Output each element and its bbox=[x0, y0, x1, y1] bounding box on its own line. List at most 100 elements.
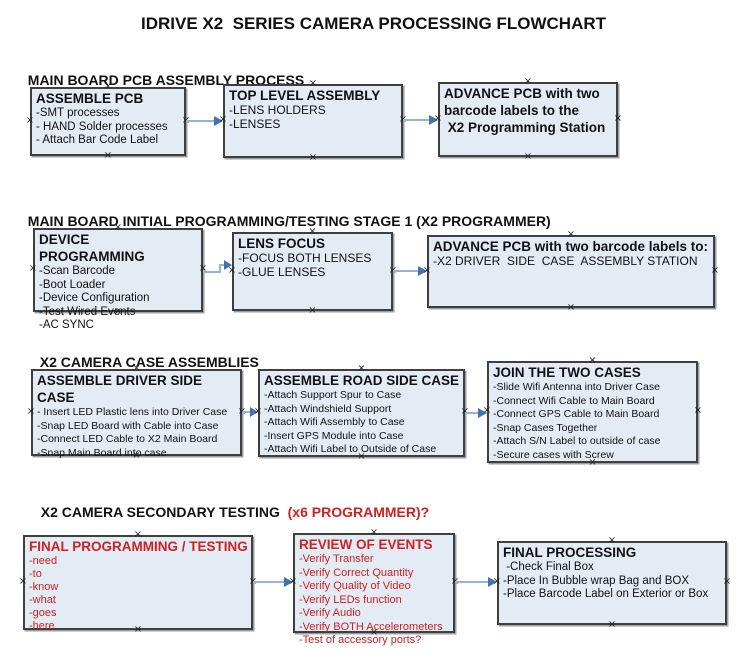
box-item: -Verify Quality of Video bbox=[299, 580, 411, 592]
box-title: ADVANCE PCB with two barcode labels to: bbox=[433, 239, 709, 254]
flow-box-final-processing: FINAL PROCESSING -Check Final Box -Place… bbox=[497, 541, 727, 625]
anchor-mark bbox=[613, 114, 623, 124]
page-title: IDRIVE X2 SERIES CAMERA PROCESSING FLOWC… bbox=[140, 14, 607, 33]
box-title: ADVANCE PCB with two barcode labels to t… bbox=[444, 86, 606, 135]
box-item: -Verify BOTH Accelerometers bbox=[299, 620, 443, 633]
anchor-mark bbox=[607, 620, 617, 630]
box-item: - HAND Solder processes bbox=[36, 120, 168, 133]
box-item: -SMT processes bbox=[36, 107, 120, 119]
box-title: ASSEMBLE ROAD SIDE CASE bbox=[264, 373, 460, 388]
anchor-mark bbox=[693, 406, 703, 416]
box-item: -Scan Barcode bbox=[39, 265, 116, 277]
anchor-mark bbox=[103, 151, 113, 161]
box-item: -LENS HOLDERS bbox=[229, 103, 326, 117]
box-item: -Check Final Box bbox=[503, 561, 594, 573]
box-item: -goes bbox=[29, 607, 57, 619]
flow-box-final-programming-testing: FINAL PROGRAMMING / TESTING -need -to -k… bbox=[23, 535, 253, 632]
box-title: TOP LEVEL ASSEMBLY bbox=[229, 88, 381, 103]
section-header-secondary-testing: X2 CAMERA SECONDARY TESTING (x6 PROGRAMM… bbox=[33, 488, 429, 520]
box-title: DEVICE PROGRAMMING bbox=[39, 232, 145, 264]
box-item: -Attach Support Spur to Case bbox=[264, 389, 402, 401]
flow-arrow-pcb-to-toplevel bbox=[186, 116, 223, 126]
box-item: -Snap Cases Together bbox=[493, 421, 598, 434]
flow-arrow-driver-to-road bbox=[242, 407, 258, 417]
flow-box-advance-pcb-driver-side: ADVANCE PCB with two barcode labels to: … bbox=[427, 235, 715, 308]
anchor-mark bbox=[566, 303, 576, 313]
anchor-mark bbox=[25, 116, 35, 126]
anchor-mark bbox=[28, 264, 38, 274]
box-item: -Test Wired Events bbox=[39, 305, 136, 318]
anchor-mark bbox=[523, 152, 533, 162]
flow-arrow-device-to-lensfocus bbox=[203, 260, 232, 273]
box-title: ASSEMBLE PCB bbox=[36, 91, 144, 106]
flow-arrow-lensfocus-to-advance bbox=[393, 266, 427, 276]
box-item: -Attach Wifi Label to Outside of Case bbox=[264, 443, 437, 455]
anchor-mark bbox=[18, 577, 28, 587]
box-item: -Secure cases with Screw bbox=[493, 448, 614, 461]
flow-arrow-road-to-join bbox=[465, 408, 487, 418]
box-title: REVIEW OF EVENTS bbox=[299, 537, 433, 552]
box-item: -Insert GPS Module into Case bbox=[264, 429, 404, 442]
section-header-text: X2 CAMERA CASE ASSEMBLIES bbox=[39, 354, 259, 370]
flow-box-assemble-pcb: ASSEMBLE PCB -SMT processes - HAND Solde… bbox=[30, 87, 186, 156]
box-item: - Attach Bar Code Label bbox=[36, 134, 159, 146]
anchor-mark bbox=[710, 266, 720, 276]
box-item: -to bbox=[29, 568, 42, 580]
section-header-pcb-assembly: MAIN BOARD PCB ASSEMBLY PROCESS bbox=[20, 56, 304, 88]
box-item: -Connect LED Cable to X2 Main Board bbox=[37, 433, 218, 445]
flow-box-join-the-two-cases: JOIN THE TWO CASES -Slide Wifi Antenna i… bbox=[487, 361, 698, 463]
box-title: ASSEMBLE DRIVER SIDE CASE bbox=[37, 373, 206, 405]
box-item: -Place Barcode Label on Exterior or Box bbox=[503, 588, 709, 600]
box-item: -Boot Loader bbox=[39, 278, 106, 291]
anchor-mark bbox=[26, 407, 36, 417]
box-item: -Connect Wifi Cable to Main Board bbox=[493, 394, 655, 407]
box-item: -need bbox=[29, 555, 58, 567]
box-item: - Insert LED Plastic lens into Driver Ca… bbox=[37, 406, 228, 418]
box-item: -Connect GPS Cable to Main Board bbox=[493, 408, 660, 420]
box-item: -Test of accessory ports? bbox=[299, 634, 422, 646]
flow-arrow-finalprog-to-review bbox=[253, 577, 293, 587]
flow-box-device-programming: DEVICE PROGRAMMING -Scan Barcode -Boot L… bbox=[33, 228, 203, 331]
anchor-mark bbox=[722, 577, 732, 587]
section-header-highlight: (x6 PROGRAMMER)? bbox=[283, 504, 430, 520]
flow-arrow-toplevel-to-advance bbox=[403, 115, 438, 125]
box-item: -Attach S/N Label to outside of case bbox=[493, 435, 661, 447]
flow-box-lens-focus: LENS FOCUS -FOCUS BOTH LENSES -GLUE LENS… bbox=[232, 232, 393, 311]
section-header-text: X2 CAMERA SECONDARY TESTING bbox=[40, 504, 284, 520]
box-item: -Snap LED Board with Cable into Case bbox=[37, 419, 219, 432]
flow-box-assemble-driver-side-case: ASSEMBLE DRIVER SIDE CASE - Insert LED P… bbox=[31, 369, 242, 459]
box-item: -LENSES bbox=[229, 116, 281, 131]
anchor-mark bbox=[308, 153, 318, 163]
box-item: -Verify Correct Quantity bbox=[299, 566, 414, 579]
box-item: -Device Configuration bbox=[39, 292, 150, 304]
section-header-text: MAIN BOARD INITIAL PROGRAMMING/TESTING S… bbox=[27, 213, 551, 229]
flow-arrow-review-to-finalproc bbox=[455, 577, 497, 587]
flow-box-assemble-road-side-case: ASSEMBLE ROAD SIDE CASE -Attach Support … bbox=[258, 369, 465, 457]
flow-box-top-level-assembly: TOP LEVEL ASSEMBLY -LENS HOLDERS -LENSES bbox=[223, 84, 403, 158]
box-item: -Attach Windshield Support bbox=[264, 402, 392, 415]
box-item: -Verify LEDs function bbox=[299, 593, 402, 606]
box-item: -Place In Bubble wrap Bag and BOX bbox=[503, 574, 690, 587]
box-item: -Attach Wifi Assembly to Case bbox=[264, 416, 405, 428]
box-item: -AC SYNC bbox=[39, 319, 94, 331]
box-item: -what bbox=[29, 594, 56, 606]
box-item: -Slide Wifi Antenna into Driver Case bbox=[493, 381, 660, 393]
box-item: -GLUE LENSES bbox=[238, 264, 326, 279]
box-item: -Snap Main Board into case bbox=[37, 446, 167, 459]
box-title: FINAL PROCESSING bbox=[503, 545, 637, 560]
section-header-text: MAIN BOARD PCB ASSEMBLY PROCESS bbox=[27, 72, 305, 88]
box-title: LENS FOCUS bbox=[238, 236, 326, 251]
flow-box-advance-pcb-programming-station: ADVANCE PCB with two barcode labels to t… bbox=[438, 82, 618, 157]
box-title: JOIN THE TWO CASES bbox=[493, 365, 641, 380]
box-item: -Verify Audio bbox=[299, 607, 361, 619]
box-title: FINAL PROGRAMMING / TESTING bbox=[29, 539, 248, 554]
section-header-case-assemblies: X2 CAMERA CASE ASSEMBLIES bbox=[32, 338, 259, 370]
box-item: -FOCUS BOTH LENSES bbox=[238, 251, 372, 265]
box-item: -Verify Transfer bbox=[299, 553, 374, 565]
flow-box-review-of-events: REVIEW OF EVENTS -Verify Transfer -Verif… bbox=[293, 533, 455, 646]
anchor-mark bbox=[308, 306, 318, 316]
section-header-initial-programming: MAIN BOARD INITIAL PROGRAMMING/TESTING S… bbox=[20, 197, 551, 229]
box-item: -here bbox=[29, 620, 55, 632]
box-item: -X2 DRIVER SIDE CASE ASSEMBLY STATION bbox=[433, 254, 698, 268]
box-item: -know bbox=[29, 581, 59, 593]
